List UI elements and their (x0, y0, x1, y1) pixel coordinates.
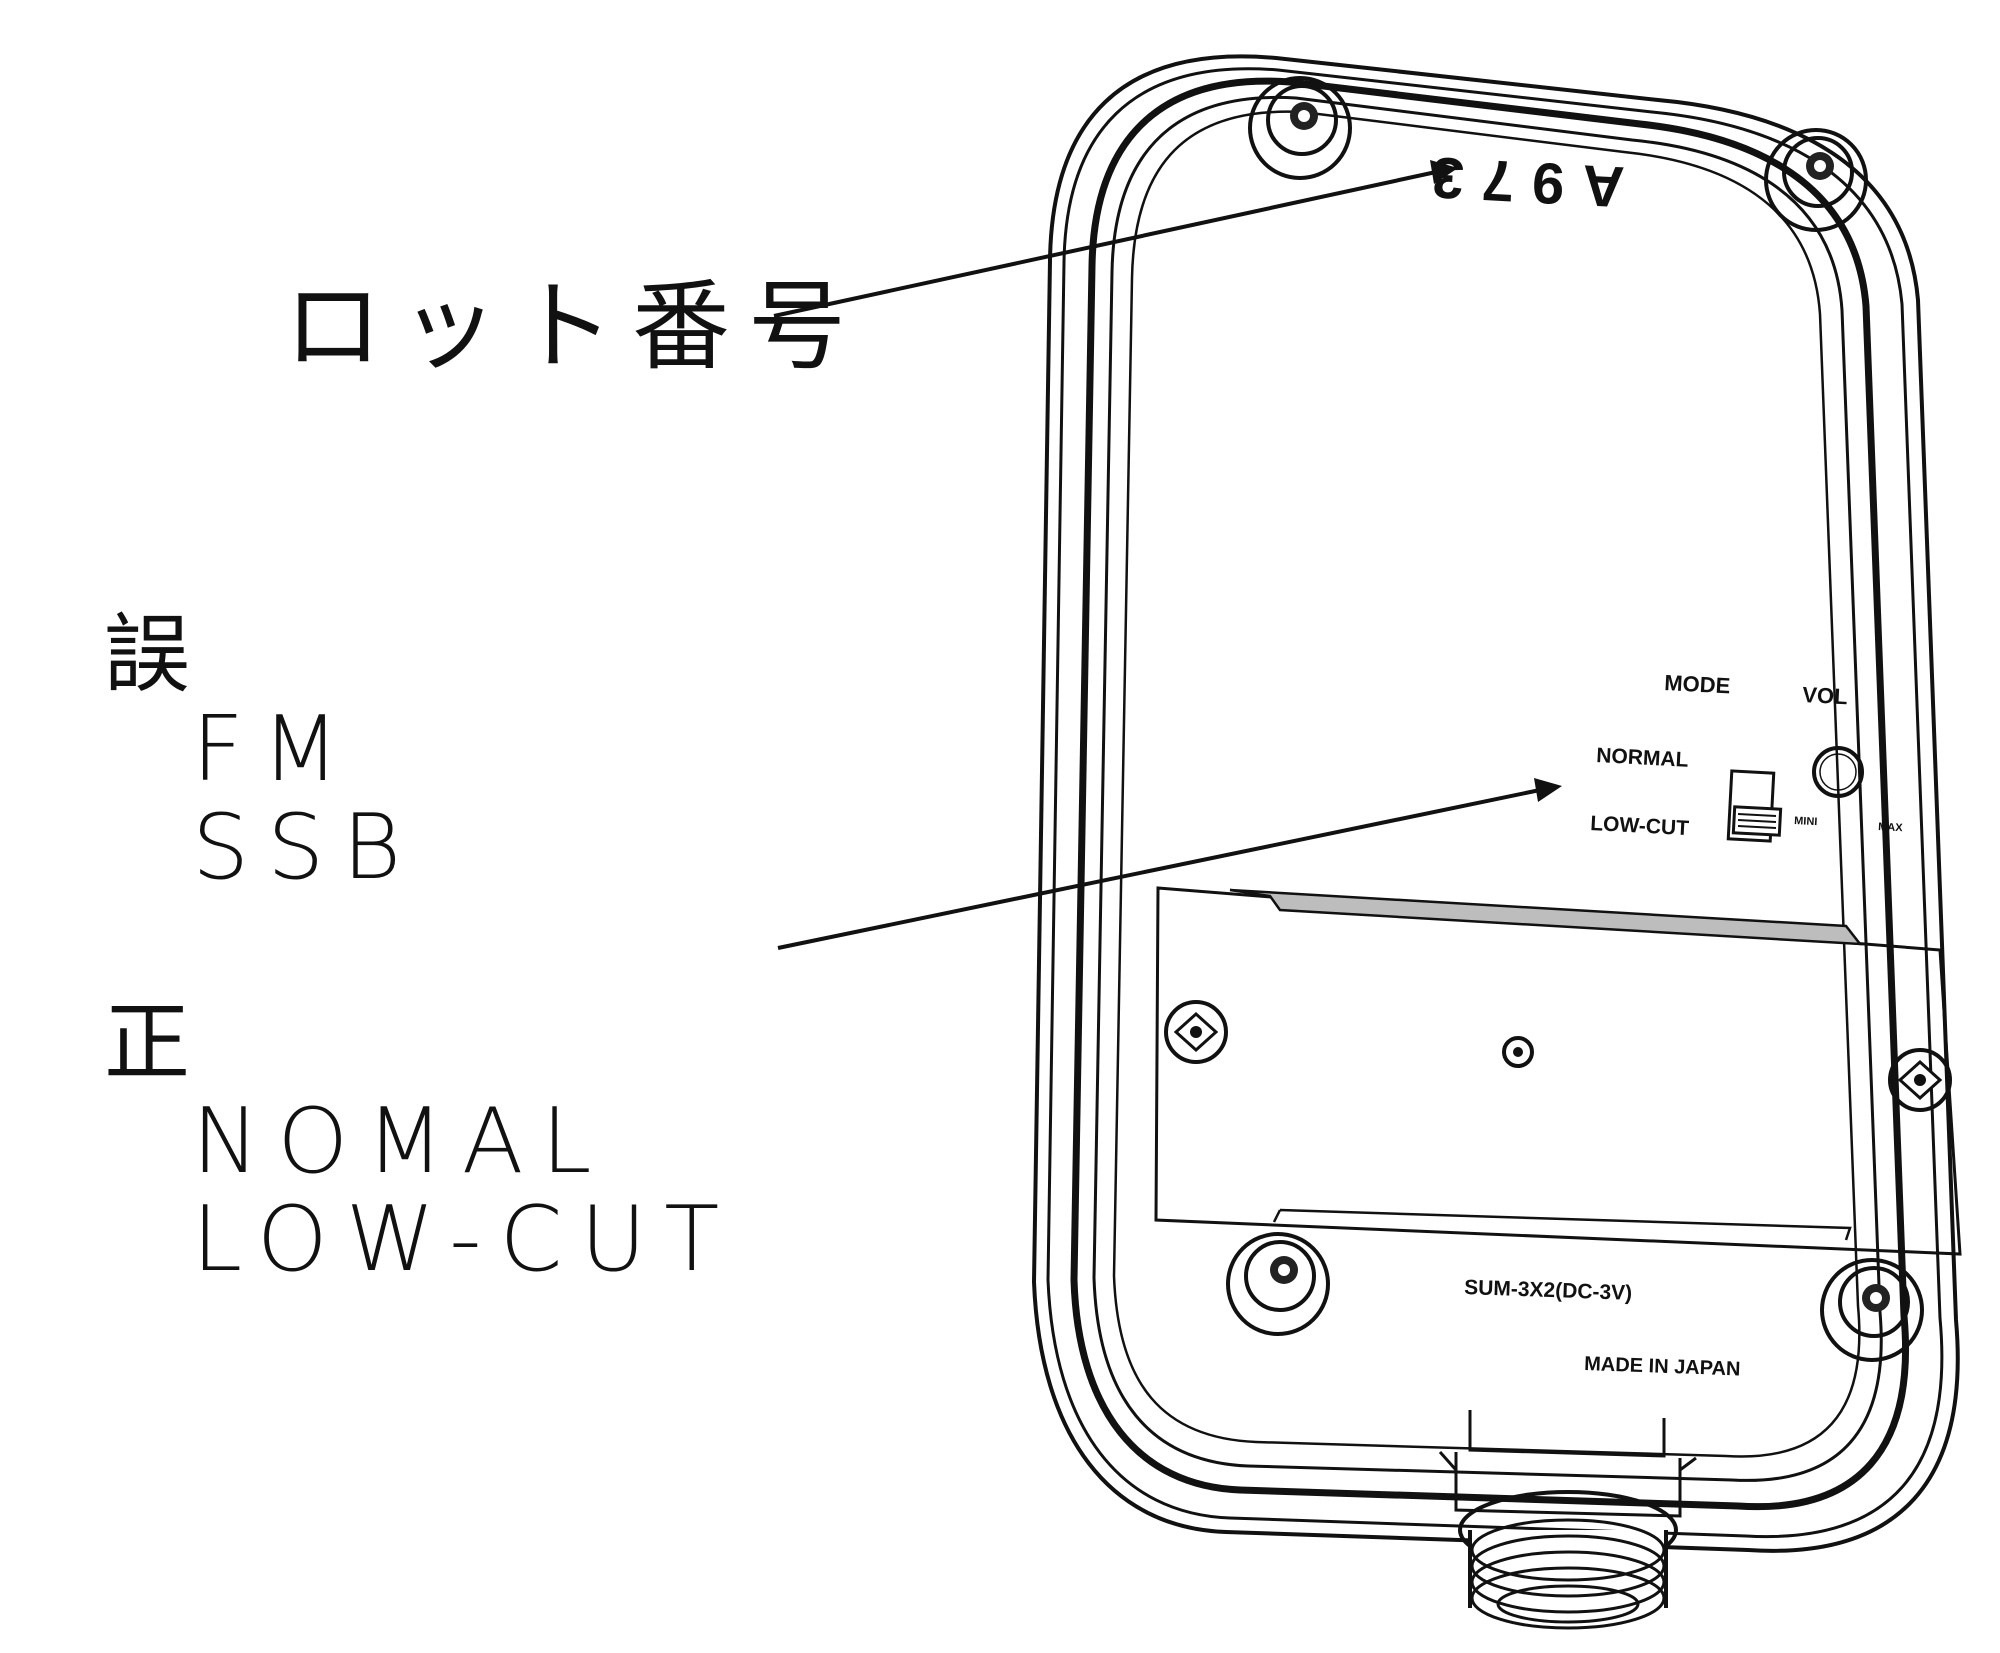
mini-label: MINI (1794, 815, 1818, 828)
battery-spec-text: SUM-3X2(DC-3V) (1464, 1276, 1633, 1305)
lot-number-label: ロット番号 (284, 270, 864, 384)
mode-switch-arrow (777, 778, 1562, 950)
outer-shell-inner-edge (1046, 67, 1944, 1539)
cover-screw-right (1888, 1048, 1952, 1112)
wrong-mark: 誤 (104, 605, 190, 705)
wrong-item-ssb: SSB (192, 795, 419, 900)
vol-label: VOL (1802, 682, 1848, 709)
mode-switch[interactable] (1726, 769, 1783, 843)
correct-mark: 正 (104, 993, 190, 1093)
correct-item-low-cut: LOW-CUT (192, 1187, 737, 1292)
made-in-japan-text: MADE IN JAPAN (1584, 1353, 1741, 1380)
corner-screw-bottom-right (1820, 1258, 1924, 1362)
bottom-connector (1438, 1410, 1697, 1630)
correct-item-nomal: NOMAL (192, 1089, 610, 1194)
cover-screw-left (1164, 1000, 1228, 1064)
lot-number-arrow (773, 160, 1458, 318)
low-cut-label: LOW-CUT (1590, 812, 1690, 840)
max-label: MAX (1878, 821, 1904, 834)
center-screw (1502, 1036, 1534, 1068)
device-casing (1031, 54, 1960, 1553)
battery-cover-bottom-rail (1272, 1208, 1852, 1241)
normal-label: NORMAL (1596, 744, 1689, 772)
battery-cover-top-rail (1229, 888, 1863, 946)
inner-rim-inner (1092, 95, 1883, 1482)
corner-screw-bottom-left (1226, 1232, 1330, 1336)
corner-screw-top-right (1764, 128, 1868, 232)
main-surface-edge (1112, 110, 1861, 1458)
outer-shell (1031, 54, 1960, 1553)
battery-cover (1154, 886, 1962, 1256)
wrong-item-fm: FM (192, 697, 357, 802)
lot-code-text: A973 (1412, 144, 1626, 220)
mode-label: MODE (1664, 670, 1731, 698)
volume-knob[interactable] (1812, 746, 1864, 798)
corner-screw-top-left (1248, 76, 1352, 180)
